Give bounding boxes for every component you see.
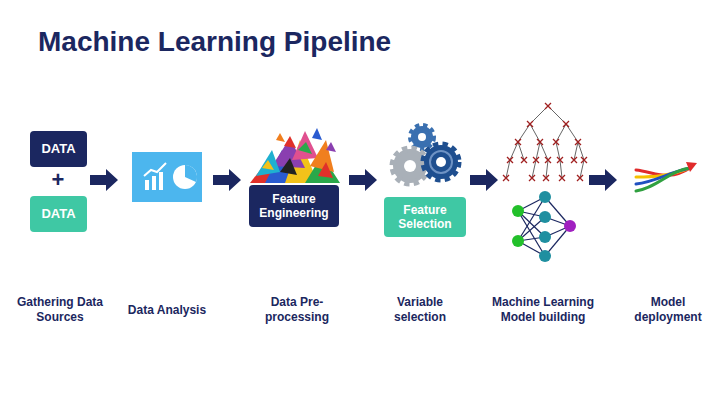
stage-label: Data Analysis	[117, 294, 217, 326]
box-text: Feature Engineering	[254, 192, 334, 221]
box-text: Feature Selection	[389, 203, 461, 232]
label-text: Variable selection	[383, 295, 457, 325]
icon-background	[132, 152, 202, 202]
stage-label: Variable selection	[383, 294, 457, 326]
stage-label: Machine Learning Model building	[481, 294, 605, 326]
icon-bar	[152, 176, 156, 190]
label-text: Gathering Data Sources	[15, 295, 105, 325]
label-text: Model deployment	[625, 295, 711, 325]
box-text: DATA	[41, 141, 75, 157]
label-text: +	[52, 166, 65, 194]
icon-bar	[145, 180, 149, 190]
icon-pie	[173, 165, 197, 189]
data-box: DATA	[30, 196, 87, 232]
icon-bar	[159, 172, 163, 190]
plus-sign: +	[46, 166, 70, 194]
block-arrow	[349, 169, 377, 191]
icon-pie-slice	[185, 165, 197, 182]
process-box: Feature Engineering	[249, 185, 339, 227]
block-arrow	[213, 169, 241, 191]
stage-label: Model deployment	[625, 294, 711, 326]
diagram-title: Machine Learning Pipeline	[38, 26, 391, 58]
process-box: Feature Selection	[384, 197, 466, 237]
label-text: Machine Learning Model building	[481, 295, 605, 325]
block-arrow	[90, 169, 118, 191]
neural-network-icon	[512, 191, 576, 262]
tree-icon	[503, 103, 587, 181]
label-text: Data Pre-processing	[260, 295, 334, 325]
stage-label: Gathering Data Sources	[15, 294, 105, 326]
deployment-icon	[636, 162, 697, 191]
stage-label: Data Pre-processing	[260, 294, 334, 326]
icon-line	[144, 163, 166, 176]
chart-icon	[132, 152, 202, 202]
data-box: DATA	[30, 131, 87, 167]
block-arrow	[589, 169, 617, 191]
gears-icon	[393, 126, 458, 183]
shape-pile	[250, 128, 340, 183]
box-text: DATA	[41, 206, 75, 222]
label-text: Data Analysis	[128, 303, 206, 318]
block-arrow	[470, 169, 498, 191]
